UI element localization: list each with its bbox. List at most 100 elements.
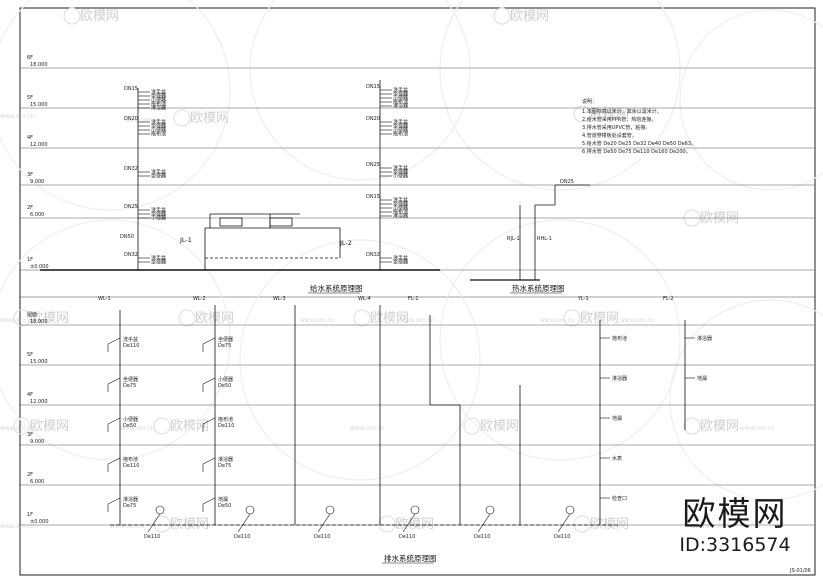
fixture-label: 淋浴器	[697, 335, 712, 342]
riser-label: WL-3	[273, 296, 286, 302]
fixture-label: 小便器	[151, 127, 166, 134]
cleanout-symbol	[325, 505, 335, 515]
watermark-logo-icon	[63, 7, 81, 25]
watermark-url: www.om.cn	[620, 317, 655, 324]
branch-pipe	[202, 457, 216, 465]
pipe-size: DN32	[366, 252, 380, 258]
drainage-diagram	[110, 305, 686, 526]
watermark-url: www.om.cn	[350, 425, 385, 432]
watermark-text: 欧模网	[190, 111, 229, 126]
branch-pipe	[202, 337, 216, 345]
watermark-url: www.om.cn	[0, 425, 35, 432]
pipe-size: DN15	[366, 194, 380, 200]
fixture-label: 坐便器	[218, 336, 233, 343]
riser-label: JL-2	[339, 239, 352, 247]
pipe-size: De110	[144, 534, 160, 540]
riser-label: JL-1	[179, 236, 192, 244]
fixture-label: 拖布池	[393, 131, 408, 138]
pipe-size: De50	[123, 423, 136, 429]
outlet-pipe	[237, 513, 251, 533]
watermark-url: www.om.cn	[120, 425, 155, 432]
floor-name: 2F	[27, 472, 33, 478]
watermark-url: www.om.cn	[690, 523, 725, 530]
note-line: 6.排水管 De50 De75 De110 De160 De200。	[582, 148, 691, 155]
watermark-text: 欧模网	[395, 517, 434, 532]
pipe-size: De75	[218, 343, 231, 349]
fixture-label: 坐便器	[151, 123, 166, 130]
note-line: 1.本图标高以米计，其余以毫米计。	[582, 108, 662, 115]
fixture-label: 小便器	[218, 376, 233, 383]
watermark-url: www.om.cn	[0, 317, 35, 324]
cleanout-symbol	[485, 505, 495, 515]
pipe-size: DN25	[124, 204, 138, 210]
fixture-label: 洗手盆	[123, 336, 138, 343]
pipe-size: DN15	[124, 86, 138, 92]
fixture-label: 坐便器	[123, 376, 138, 383]
floor-name: 6F	[27, 55, 33, 61]
fixture-label: 淋浴器	[123, 496, 138, 503]
watermark-arc	[0, 0, 231, 211]
watermark-logo-icon	[178, 309, 196, 327]
watermark-layer: 欧模网欧模网欧模网欧模网欧模网欧模网欧模网欧模网欧模网欧模网欧模网欧模网欧模网欧…	[0, 0, 823, 533]
design-notes: 说明： 1.本图标高以米计，其余以毫米计。 2.给水管采用PPR管，热熔连接。 …	[582, 98, 696, 155]
watermark-url: www.om.cn	[0, 113, 35, 120]
fixture-label: 淋浴器	[393, 213, 408, 220]
watermark-text: 欧模网	[195, 311, 234, 326]
pipe-size: DN20	[366, 116, 380, 122]
watermark-text: 欧模网	[590, 107, 629, 122]
riser-label: FL-1	[408, 296, 419, 302]
floor-elevation: 9.000	[30, 439, 44, 445]
fixture-label: 洗手盆	[393, 197, 408, 204]
model-id: ID:3316574	[679, 534, 791, 556]
fixture-label: 淋浴器	[151, 105, 166, 112]
floor-elevation: ±0.000	[30, 264, 49, 270]
branch-pipe	[107, 337, 121, 345]
floor-elevation: 18.900	[30, 319, 48, 325]
cleanout-symbol	[155, 505, 165, 515]
watermark-logo-icon	[13, 309, 31, 327]
fixture-label: 拖布池	[612, 335, 627, 342]
watermark-url: www.om.cn	[540, 317, 575, 324]
watermark-logo-icon	[683, 417, 701, 435]
branch-pipe	[107, 417, 121, 425]
watermark-url: www.om.cn	[125, 117, 160, 124]
pipe-size: DN25	[366, 162, 380, 168]
fixture-label: 坐便器	[393, 259, 408, 266]
watermark-arc	[439, 0, 681, 191]
watermark-arc	[679, 9, 823, 191]
pipe-size: DN50	[120, 234, 134, 240]
fixture-label: 坐便器	[151, 93, 166, 100]
riser-label: YL-1	[577, 296, 589, 302]
fixture-label: 坐便器	[393, 91, 408, 98]
notes-title: 说明：	[582, 98, 597, 105]
watermark-url: www.om.cn	[400, 317, 435, 324]
supply-branches: 洗手盆坐便器小便器拖布池淋浴器DN15洗手盆坐便器小便器拖布池DN20洗手盆坐便…	[120, 84, 574, 266]
watermark-arc	[669, 299, 823, 501]
fixture-label: 坐便器	[151, 259, 166, 266]
floor-name: 屋面	[27, 312, 37, 318]
watermark-logo-icon	[173, 109, 191, 127]
fixture-label: 洗手盆	[151, 119, 166, 126]
note-line: 5.给水管 De20 De25 De32 De40 De50 De63。	[582, 140, 696, 147]
floor-elevation: 6.000	[30, 212, 44, 218]
floor-lines-upper: 6F18.0005F15.0004F12.0003F9.0002F6.0001F…	[20, 55, 815, 271]
watermark-arc	[439, 219, 681, 461]
floor-name: 1F	[27, 257, 33, 263]
fixture-label: 小便器	[393, 205, 408, 212]
floor-elevation: 12.000	[30, 399, 48, 405]
watermark-arc	[0, 219, 231, 461]
fixture-label: 检查口	[612, 495, 627, 502]
fixture-label: 小便器	[393, 127, 408, 134]
brand-name: 欧模网	[682, 494, 788, 533]
watermark-text: 欧模网	[700, 419, 739, 434]
watermark-logo-icon	[153, 515, 171, 533]
note-line: 3.排水管采用UPVC管，粘接。	[582, 124, 650, 131]
riser-label: WL-2	[193, 296, 206, 302]
branch-pipe	[107, 377, 121, 385]
sheet-frame	[19, 7, 816, 576]
pipe-size: De110	[554, 534, 570, 540]
pipe-size: DN32	[124, 166, 138, 172]
watermark-text: 欧模网	[170, 419, 209, 434]
floor-name: 5F	[27, 95, 33, 101]
